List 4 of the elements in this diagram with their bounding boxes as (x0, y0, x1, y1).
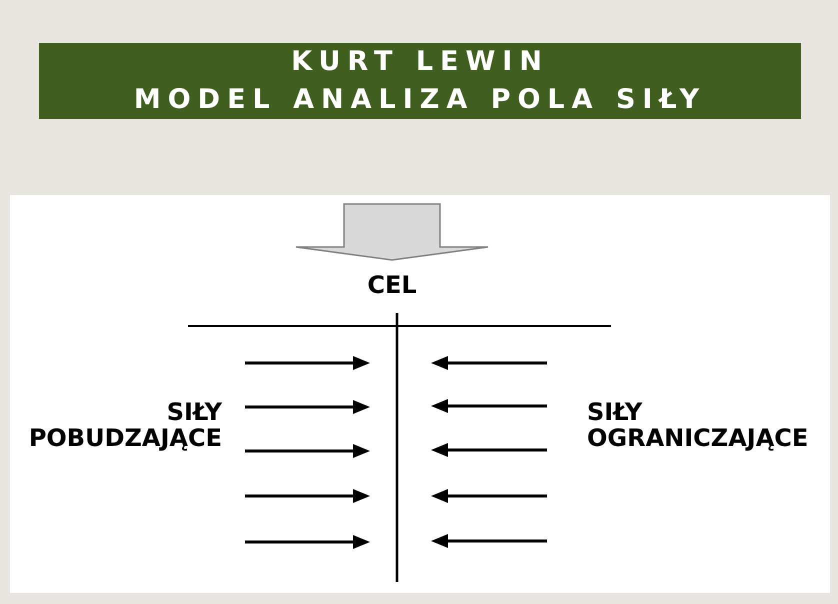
title: KURT LEWIN MODEL ANALIZA POLA SIŁY (134, 45, 706, 117)
goal-label: CEL (367, 272, 417, 298)
driving-forces-label: SIŁY POBUDZAJĄCE (28, 399, 222, 451)
restraining-forces-label: SIŁY OGRANICZAJĄCE (587, 399, 808, 451)
